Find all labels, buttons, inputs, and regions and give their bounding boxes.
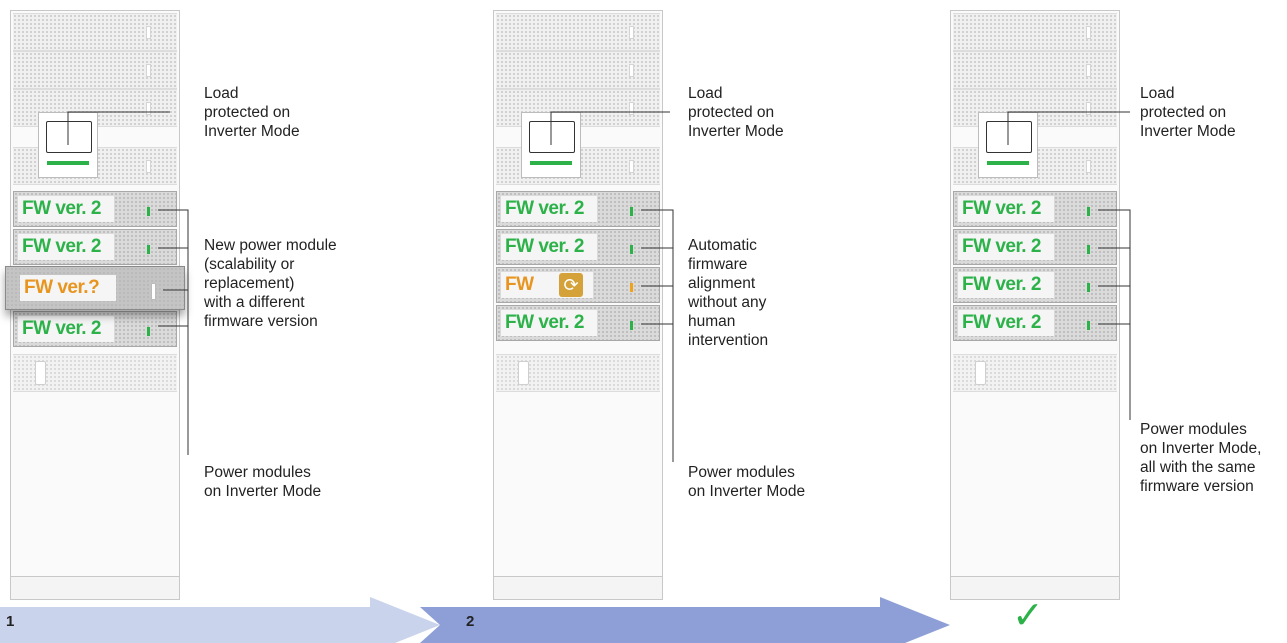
monitor-icon [46,121,92,153]
power-module-4: FW ver. 2 [13,311,177,347]
power-module-4: FW ver. 2 [496,305,660,341]
power-module-1: FW ver. 2 [953,191,1117,227]
step-2-label: 2 [466,613,475,630]
cabinet-2: FW ver. 2 FW ver. 2 FW ⟳ FW ver. 2 [493,10,663,600]
step-1-label: 1 [6,613,15,630]
handle-icon [518,361,529,385]
status-led-icon [630,245,633,254]
fw-label: FW ver. 2 [18,196,114,222]
cabinet-3: FW ver. 2 FW ver. 2 FW ver. 2 FW ver. 2 [950,10,1120,600]
fw-label: FW ver. 2 [958,196,1054,222]
fw-label: FW ver. 2 [501,310,597,336]
sync-icon: ⟳ [559,273,583,297]
load-display-1 [38,112,98,178]
status-led-icon [1087,207,1090,216]
fw-label: FW ver. 2 [958,234,1054,260]
updating-power-module: FW ⟳ [496,267,660,303]
status-led-icon [1087,245,1090,254]
handle-icon [975,361,986,385]
load-display-3 [978,112,1038,178]
monitor-icon [986,121,1032,153]
power-module-2: FW ver. 2 [496,229,660,265]
handle-icon [35,361,46,385]
power-module-2: FW ver. 2 [13,229,177,265]
status-led-icon [1087,321,1090,330]
load-display-2 [521,112,581,178]
status-led-icon [630,283,633,292]
fw-label: FW ver. 2 [501,234,597,260]
fw-label: FW ver. 2 [18,316,114,342]
arrow-step-1 [0,597,440,643]
checkmark-icon: ✓ [1012,595,1044,637]
status-led-icon [1087,283,1090,292]
fw-label: FW ver. 2 [958,272,1054,298]
power-module-4: FW ver. 2 [953,305,1117,341]
power-module-1: FW ver. 2 [13,191,177,227]
cabinet-1: FW ver. 2 FW ver. 2 FW ver.? FW ver. 2 [5,10,185,600]
status-led-icon [147,245,150,254]
status-led-icon [630,321,633,330]
new-power-module: FW ver.? [5,266,185,310]
fw-label: FW ver. 2 [18,234,114,260]
power-module-1: FW ver. 2 [496,191,660,227]
status-led-icon [147,207,150,216]
power-module-2: FW ver. 2 [953,229,1117,265]
fw-label: FW ver. 2 [958,310,1054,336]
monitor-icon [529,121,575,153]
arrow-step-2 [420,597,950,643]
status-led-icon [630,207,633,216]
fw-label: FW ver. 2 [501,196,597,222]
status-led-icon [147,327,150,336]
power-module-3: FW ver. 2 [953,267,1117,303]
status-led-icon [151,283,156,300]
fw-label: FW ver.? [20,275,116,301]
